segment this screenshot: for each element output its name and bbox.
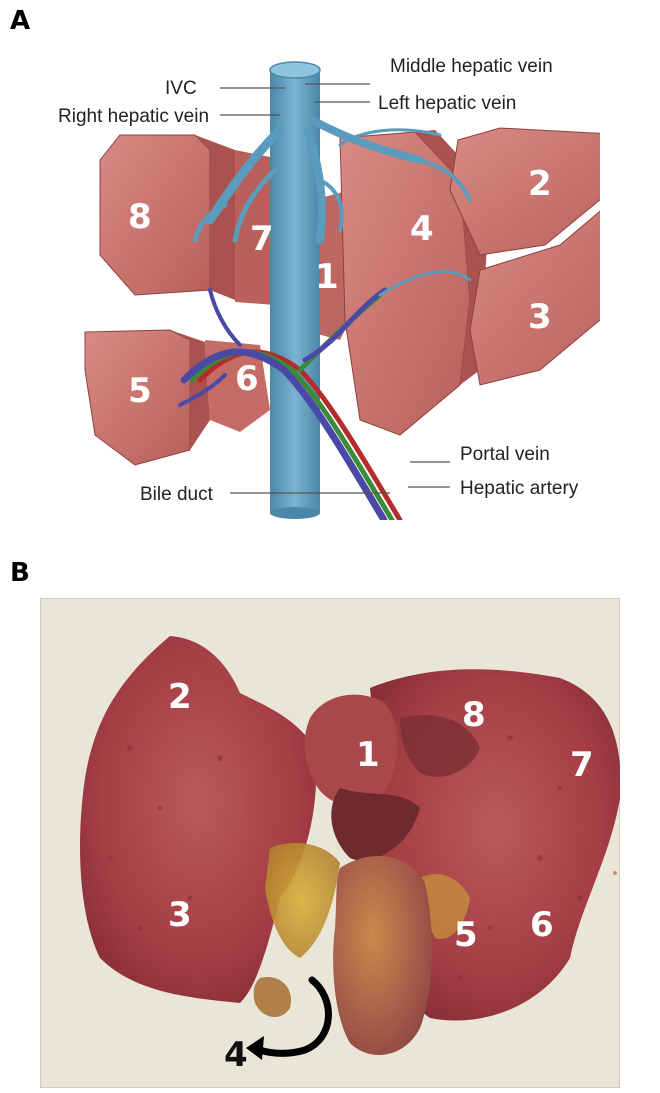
photo-segment-label-1: 1 (356, 735, 380, 775)
photo-segment-label-8: 8 (462, 695, 486, 735)
label-ivc: IVC (165, 78, 197, 99)
segment-label-4: 4 (410, 209, 434, 249)
segment-label-2: 2 (528, 164, 552, 204)
liver-segment-diagram: IVC Middle hepatic vein Right hepatic ve… (40, 40, 600, 520)
panel-label-a: A (10, 6, 30, 36)
photo-segment-label-4: 4 (224, 1035, 248, 1075)
photo-segment-label-7: 7 (570, 745, 594, 785)
label-right-hepatic-vein: Right hepatic vein (58, 106, 209, 127)
segment-label-5: 5 (128, 371, 152, 411)
segment-label-7: 7 (250, 219, 274, 259)
tissue-caudate (305, 695, 398, 806)
segment-label-1: 1 (315, 257, 339, 297)
label-middle-hepatic-vein: Middle hepatic vein (390, 56, 553, 77)
segment-label-3: 3 (528, 297, 552, 337)
photo-segment-label-2: 2 (168, 677, 192, 717)
label-left-hepatic-vein: Left hepatic vein (378, 93, 516, 114)
liver-specimen-photo: 2 1 8 7 3 5 6 4 (40, 598, 620, 1088)
photo-segment-label-3: 3 (168, 895, 192, 935)
label-bile-duct: Bile duct (140, 484, 214, 505)
photo-segment-label-6: 6 (530, 905, 554, 945)
photo-segment-label-5: 5 (454, 915, 478, 955)
panel-label-b: B (10, 558, 30, 588)
label-hepatic-artery: Hepatic artery (460, 478, 579, 499)
gallbladder (333, 856, 432, 1055)
label-portal-vein: Portal vein (460, 444, 550, 465)
segment-label-8: 8 (128, 197, 152, 237)
segment-label-6: 6 (235, 359, 259, 399)
